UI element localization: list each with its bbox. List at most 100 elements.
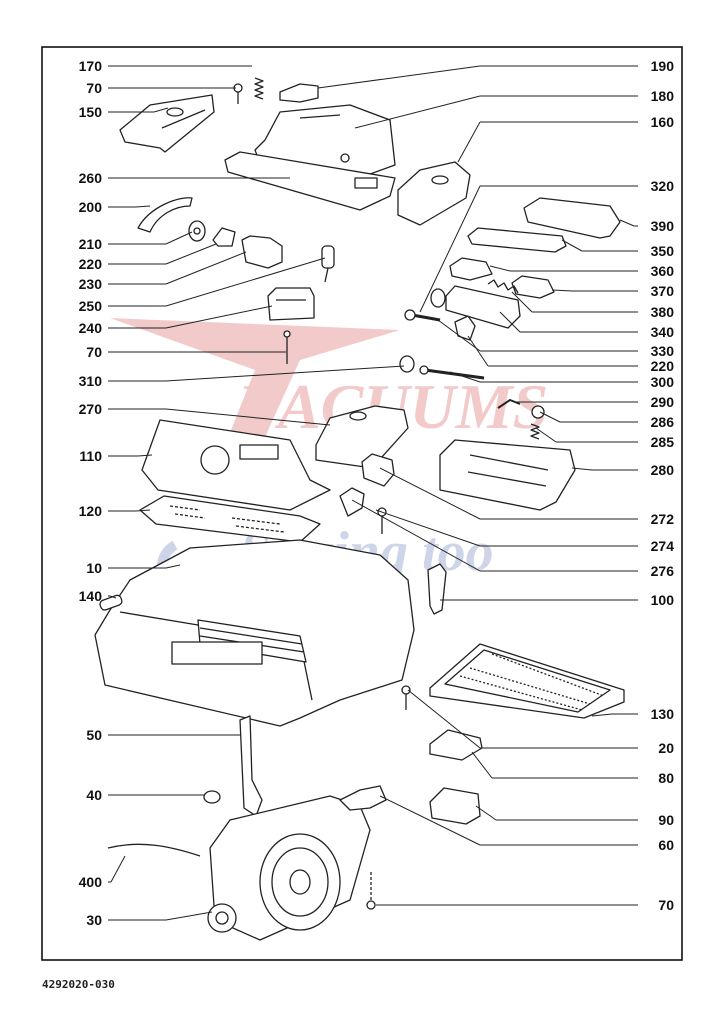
- callout-left-200: 200: [79, 199, 103, 215]
- callout-left-120: 120: [79, 503, 103, 519]
- callouts-right: 1901801603203903503603703803403302203002…: [651, 58, 675, 913]
- part-240-socket: [267, 287, 315, 321]
- part-70-screw-bottom: [366, 872, 376, 910]
- leader-line: [489, 265, 511, 272]
- part-230-bracket: [241, 235, 283, 269]
- part-50-lever: [239, 715, 263, 817]
- part-350-panel: [467, 227, 567, 253]
- part-100-latch: [427, 563, 447, 615]
- callout-left-240: 240: [79, 320, 103, 336]
- callout-right-180: 180: [651, 88, 675, 104]
- leader-line: [419, 185, 481, 313]
- callout-left-10: 10: [86, 560, 102, 576]
- part-160-cover: [397, 161, 471, 226]
- part-110-lid: [141, 419, 331, 511]
- leader-line: [511, 291, 533, 313]
- part-140-pin: [99, 594, 123, 611]
- part-70-screw-top: [233, 83, 243, 104]
- part-250-capacitor: [321, 245, 335, 283]
- callout-right-160: 160: [651, 114, 675, 130]
- callout-right-220: 220: [651, 358, 675, 374]
- callout-right-20: 20: [658, 740, 674, 756]
- leader-line: [135, 509, 151, 512]
- callout-right-130: 130: [651, 706, 675, 722]
- callout-left-30: 30: [86, 912, 102, 928]
- part-30-cable-reel: [207, 795, 371, 941]
- callout-right-285: 285: [651, 434, 675, 450]
- leader-line: [135, 205, 151, 208]
- callout-right-370: 370: [651, 283, 675, 299]
- part-170-spring: [254, 77, 264, 100]
- part-190-clip: [279, 83, 319, 103]
- leader-line: [551, 289, 573, 292]
- callout-left-50: 50: [86, 727, 102, 743]
- leader-line: [535, 427, 557, 443]
- leader-line: [137, 454, 153, 457]
- leader-line: [153, 107, 169, 113]
- part-90-plug: [429, 787, 481, 825]
- callout-right-380: 380: [651, 304, 675, 320]
- part-330-shaft: [404, 309, 441, 322]
- leader-line: [354, 95, 481, 129]
- leader-line: [110, 855, 126, 883]
- callout-right-276: 276: [651, 563, 675, 579]
- part-130-filter: [429, 643, 625, 719]
- part-360-switch: [449, 257, 493, 281]
- leader-line: [467, 335, 489, 367]
- leader-line: [539, 411, 561, 423]
- callout-left-70: 70: [86, 344, 102, 360]
- leader-line: [165, 365, 405, 382]
- callout-right-280: 280: [651, 462, 675, 478]
- callout-left-110: 110: [79, 448, 102, 464]
- part-370-lever: [511, 275, 555, 299]
- part-286-ball: [531, 405, 545, 419]
- leader-line: [165, 305, 273, 329]
- callout-right-90: 90: [658, 812, 674, 828]
- callout-left-310: 310: [79, 373, 103, 389]
- leader-line: [449, 371, 481, 383]
- part-200-arc: [137, 197, 193, 233]
- part-40-ring: [203, 790, 221, 804]
- callout-right-300: 300: [651, 374, 675, 390]
- part-340-strip: [445, 285, 521, 329]
- callout-right-60: 60: [658, 837, 674, 853]
- leader-line: [561, 239, 583, 252]
- leader-line: [471, 751, 493, 779]
- part-272-switch: [361, 453, 395, 487]
- callout-left-230: 230: [79, 276, 103, 292]
- part-20-screw: [401, 685, 411, 710]
- callout-right-390: 390: [651, 218, 675, 234]
- callout-right-360: 360: [651, 263, 675, 279]
- part-310-knob: [399, 355, 415, 373]
- part-285-spring: [530, 423, 540, 440]
- part-290-clip: [497, 399, 521, 409]
- callouts-left: 1707015026020021022023025024070310270110…: [79, 58, 103, 928]
- callout-right-350: 350: [651, 243, 675, 259]
- callout-right-70: 70: [658, 897, 674, 913]
- callout-left-40: 40: [86, 787, 102, 803]
- leader-line: [475, 805, 497, 821]
- leader-line: [165, 231, 193, 245]
- callout-left-150: 150: [79, 104, 103, 120]
- part-280-frame: [439, 439, 576, 511]
- callout-right-340: 340: [651, 324, 675, 340]
- leader-line: [351, 499, 481, 572]
- callout-left-400: 400: [79, 874, 103, 890]
- callout-left-270: 270: [79, 401, 103, 417]
- callout-right-286: 286: [651, 414, 675, 430]
- part-260-plate: [224, 151, 396, 211]
- callout-right-320: 320: [651, 178, 675, 194]
- part-150-cover: [119, 94, 215, 153]
- leader-line: [457, 121, 481, 163]
- part-210-knob: [188, 220, 206, 242]
- document-number: 4292020-030: [42, 978, 115, 991]
- leader-line: [499, 311, 521, 333]
- callout-left-140: 140: [79, 588, 103, 604]
- part-400-cable: [107, 843, 201, 857]
- leader-line: [109, 595, 117, 599]
- part-270-cover: [315, 405, 409, 469]
- leader-line: [619, 219, 635, 227]
- leader-line: [165, 243, 217, 265]
- leader-line: [591, 713, 613, 717]
